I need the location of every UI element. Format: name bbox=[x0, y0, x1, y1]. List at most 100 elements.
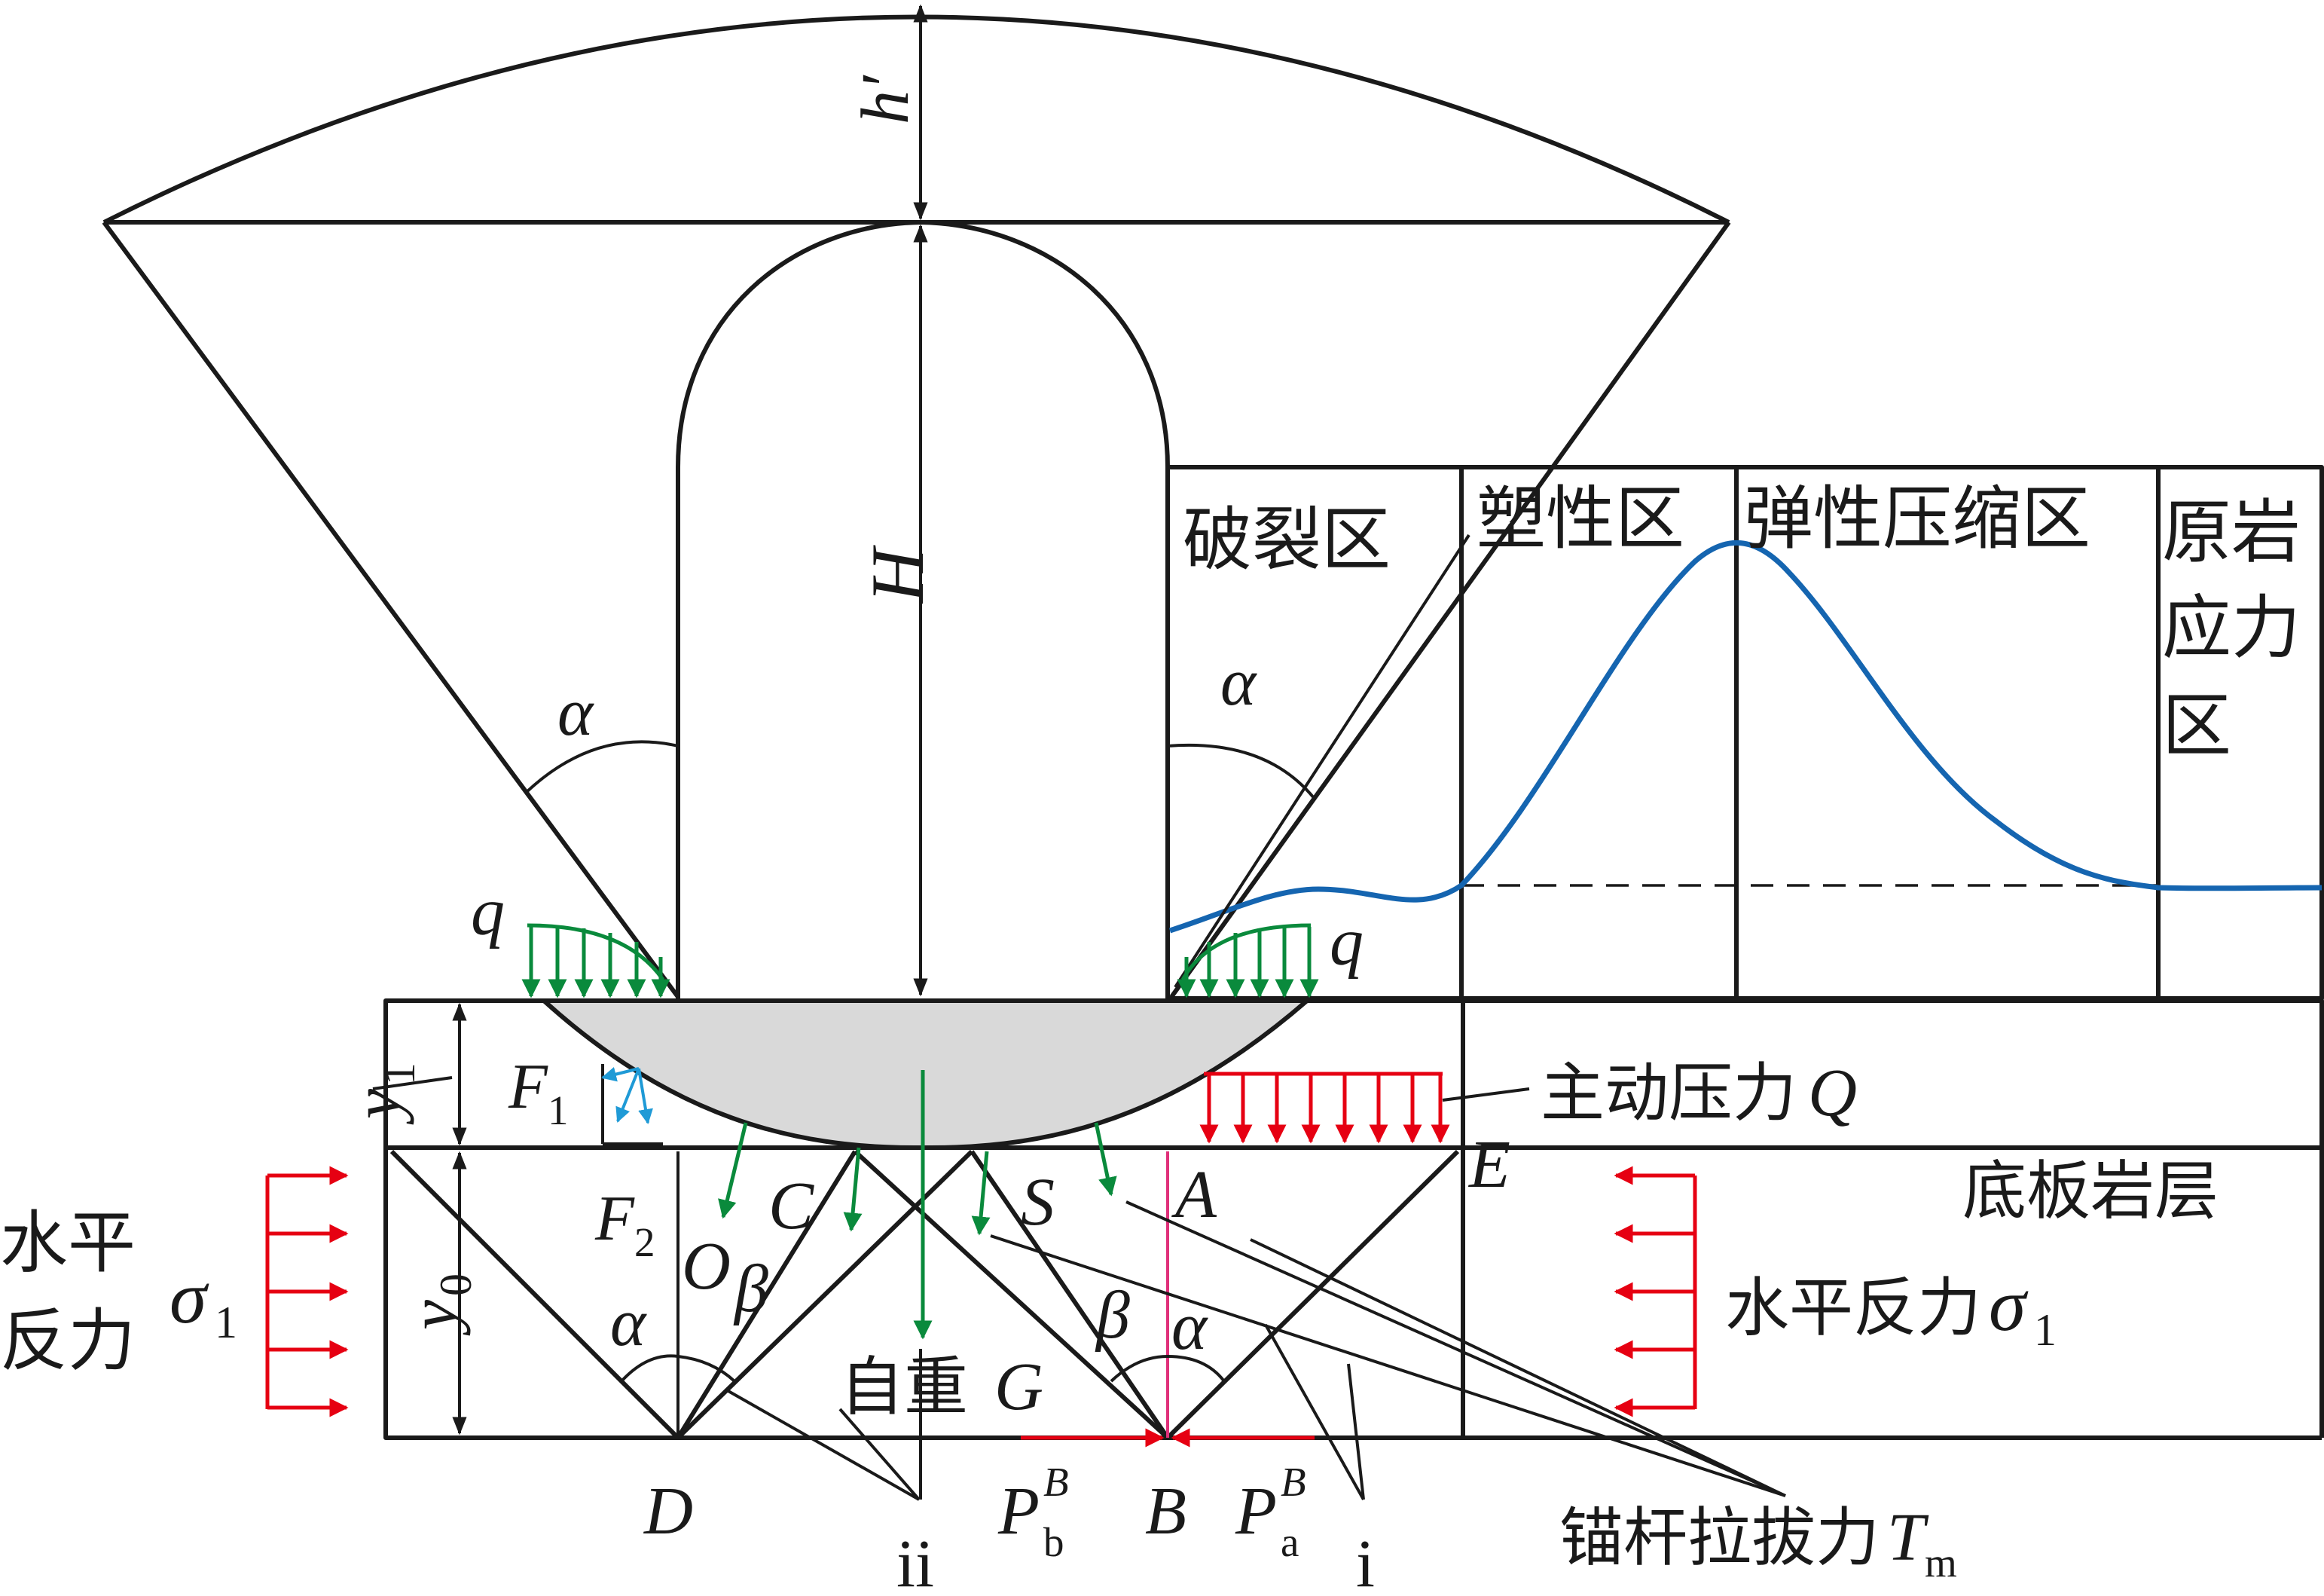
left-failure-line bbox=[102, 221, 680, 998]
label-beta-O: β bbox=[733, 1252, 768, 1326]
label-Pa: P B a bbox=[1235, 1459, 1306, 1565]
label-H: H bbox=[856, 545, 939, 604]
label-active-pressure: 主动压力 Q bbox=[1541, 1056, 1857, 1131]
Q-load-arrows bbox=[1199, 1074, 1450, 1144]
label-q-left: q bbox=[471, 875, 505, 949]
label-C: C bbox=[768, 1169, 814, 1243]
svg-text:b: b bbox=[1043, 1519, 1064, 1565]
label-y0: y 0 bbox=[396, 1273, 481, 1336]
zone-label-original-1: 原岩 bbox=[2162, 492, 2301, 573]
label-floor-layer: 底板岩层 bbox=[1962, 1154, 2219, 1229]
label-alpha-D: α bbox=[610, 1286, 647, 1360]
slip-line-right-outer bbox=[1165, 1149, 1460, 1440]
slip-line-left-outer bbox=[389, 1149, 680, 1440]
zone-label-elastic: 弹性压缩区 bbox=[1744, 478, 2090, 559]
label-sigma-left: σ 1 bbox=[169, 1255, 237, 1347]
anchor-force-3 bbox=[971, 1151, 991, 1236]
F1-component-c bbox=[601, 1066, 640, 1082]
F1-component-a bbox=[615, 1068, 640, 1123]
zone-label-fracture: 破裂区 bbox=[1183, 500, 1391, 580]
anchor-force-1 bbox=[718, 1122, 748, 1219]
y1-leader bbox=[372, 1076, 453, 1090]
svg-text:P: P bbox=[997, 1474, 1040, 1549]
label-y1: y 1 bbox=[340, 1062, 424, 1125]
plastic-zone-leader bbox=[1174, 534, 1470, 989]
svg-text:2: 2 bbox=[634, 1219, 655, 1265]
slip-line-center-b bbox=[853, 1149, 1170, 1440]
svg-text:G: G bbox=[994, 1350, 1043, 1424]
sigma-left-arrows bbox=[267, 1166, 349, 1417]
right-failure-line bbox=[1169, 221, 1731, 998]
label-alpha-upper-right: α bbox=[1220, 645, 1257, 720]
F1-component-b bbox=[637, 1068, 653, 1124]
beta-arc-D bbox=[677, 1355, 736, 1383]
svg-text:P: P bbox=[1235, 1474, 1277, 1549]
alpha-arc-B bbox=[1167, 1355, 1226, 1383]
slip-line-right-inner bbox=[970, 1150, 1170, 1439]
svg-text:主动压力: 主动压力 bbox=[1541, 1056, 1797, 1131]
svg-text:F: F bbox=[508, 1051, 548, 1122]
label-F1: F 1 bbox=[508, 1051, 569, 1133]
label-alpha-B: α bbox=[1171, 1289, 1208, 1364]
label-i: i bbox=[1356, 1527, 1375, 1596]
svg-text:F: F bbox=[594, 1183, 635, 1254]
label-A: A bbox=[1171, 1157, 1217, 1232]
label-Pb: P B b bbox=[997, 1459, 1069, 1565]
svg-text:σ: σ bbox=[169, 1255, 209, 1339]
label-h-prime: h′ bbox=[848, 75, 923, 124]
Q-leader bbox=[1442, 1087, 1530, 1102]
anchor-leader-1 bbox=[1125, 1200, 1786, 1497]
svg-text:y: y bbox=[396, 1300, 471, 1336]
label-E: E bbox=[1467, 1127, 1510, 1202]
alpha-arc-upper-left bbox=[524, 740, 679, 794]
anchor-leader-2 bbox=[1250, 1238, 1786, 1497]
svg-text:1: 1 bbox=[374, 1062, 424, 1085]
q-load-left-arrows bbox=[521, 927, 670, 998]
ii-leader-2 bbox=[838, 1408, 921, 1501]
zone-label-plastic: 塑性区 bbox=[1477, 478, 1684, 559]
q-load-right-arrows bbox=[1177, 927, 1319, 998]
label-horizontal-reaction-left-2: 反力 bbox=[0, 1301, 136, 1380]
svg-text:σ: σ bbox=[1989, 1263, 2029, 1347]
label-F2: F 2 bbox=[594, 1183, 655, 1265]
svg-text:锚杆拉拔力: 锚杆拉拔力 bbox=[1559, 1501, 1880, 1576]
zone-label-original-3: 区 bbox=[2162, 686, 2231, 766]
label-self-weight: 自重 G bbox=[840, 1350, 1043, 1425]
label-horizontal-reaction-right: 水平反力 σ 1 bbox=[1725, 1263, 2057, 1355]
anchor-force-4 bbox=[1094, 1122, 1117, 1197]
label-horizontal-reaction-left-1: 水平 bbox=[0, 1203, 136, 1283]
anchor-force-2 bbox=[843, 1147, 863, 1232]
svg-text:y: y bbox=[340, 1089, 414, 1125]
label-D: D bbox=[643, 1474, 693, 1549]
slip-line-left-inner bbox=[676, 1150, 857, 1439]
svg-text:m: m bbox=[1925, 1539, 1957, 1585]
label-q-right: q bbox=[1330, 905, 1364, 980]
svg-text:B: B bbox=[1043, 1459, 1069, 1505]
ii-leader-1 bbox=[726, 1389, 920, 1501]
zone-label-original-2: 应力 bbox=[2162, 588, 2301, 668]
label-beta-B: β bbox=[1095, 1278, 1130, 1353]
floor-heave-zone bbox=[538, 998, 1314, 1151]
label-S: S bbox=[1021, 1165, 1055, 1240]
svg-text:T: T bbox=[1887, 1500, 1929, 1575]
label-anchor-pullout: 锚杆拉拔力 T m bbox=[1559, 1500, 1957, 1585]
svg-text:1: 1 bbox=[548, 1087, 569, 1133]
svg-text:1: 1 bbox=[215, 1298, 237, 1347]
label-O: O bbox=[682, 1229, 731, 1304]
stress-distribution-curve bbox=[1168, 540, 2322, 934]
svg-text:水平反力: 水平反力 bbox=[1725, 1271, 1981, 1346]
sigma-right-arrows bbox=[1614, 1166, 1695, 1417]
svg-text:Q: Q bbox=[1808, 1056, 1857, 1130]
anchor-leader-3 bbox=[990, 1234, 1786, 1497]
roadway-outline bbox=[676, 220, 1170, 998]
svg-text:B: B bbox=[1281, 1459, 1306, 1505]
label-alpha-upper-left: α bbox=[557, 675, 594, 750]
alpha-arc-D bbox=[620, 1354, 679, 1383]
label-B: B bbox=[1145, 1474, 1186, 1549]
svg-text:a: a bbox=[1281, 1519, 1299, 1565]
svg-text:自重: 自重 bbox=[840, 1350, 968, 1425]
i-leader-1 bbox=[1264, 1324, 1365, 1500]
beta-arc-B bbox=[1110, 1355, 1168, 1383]
